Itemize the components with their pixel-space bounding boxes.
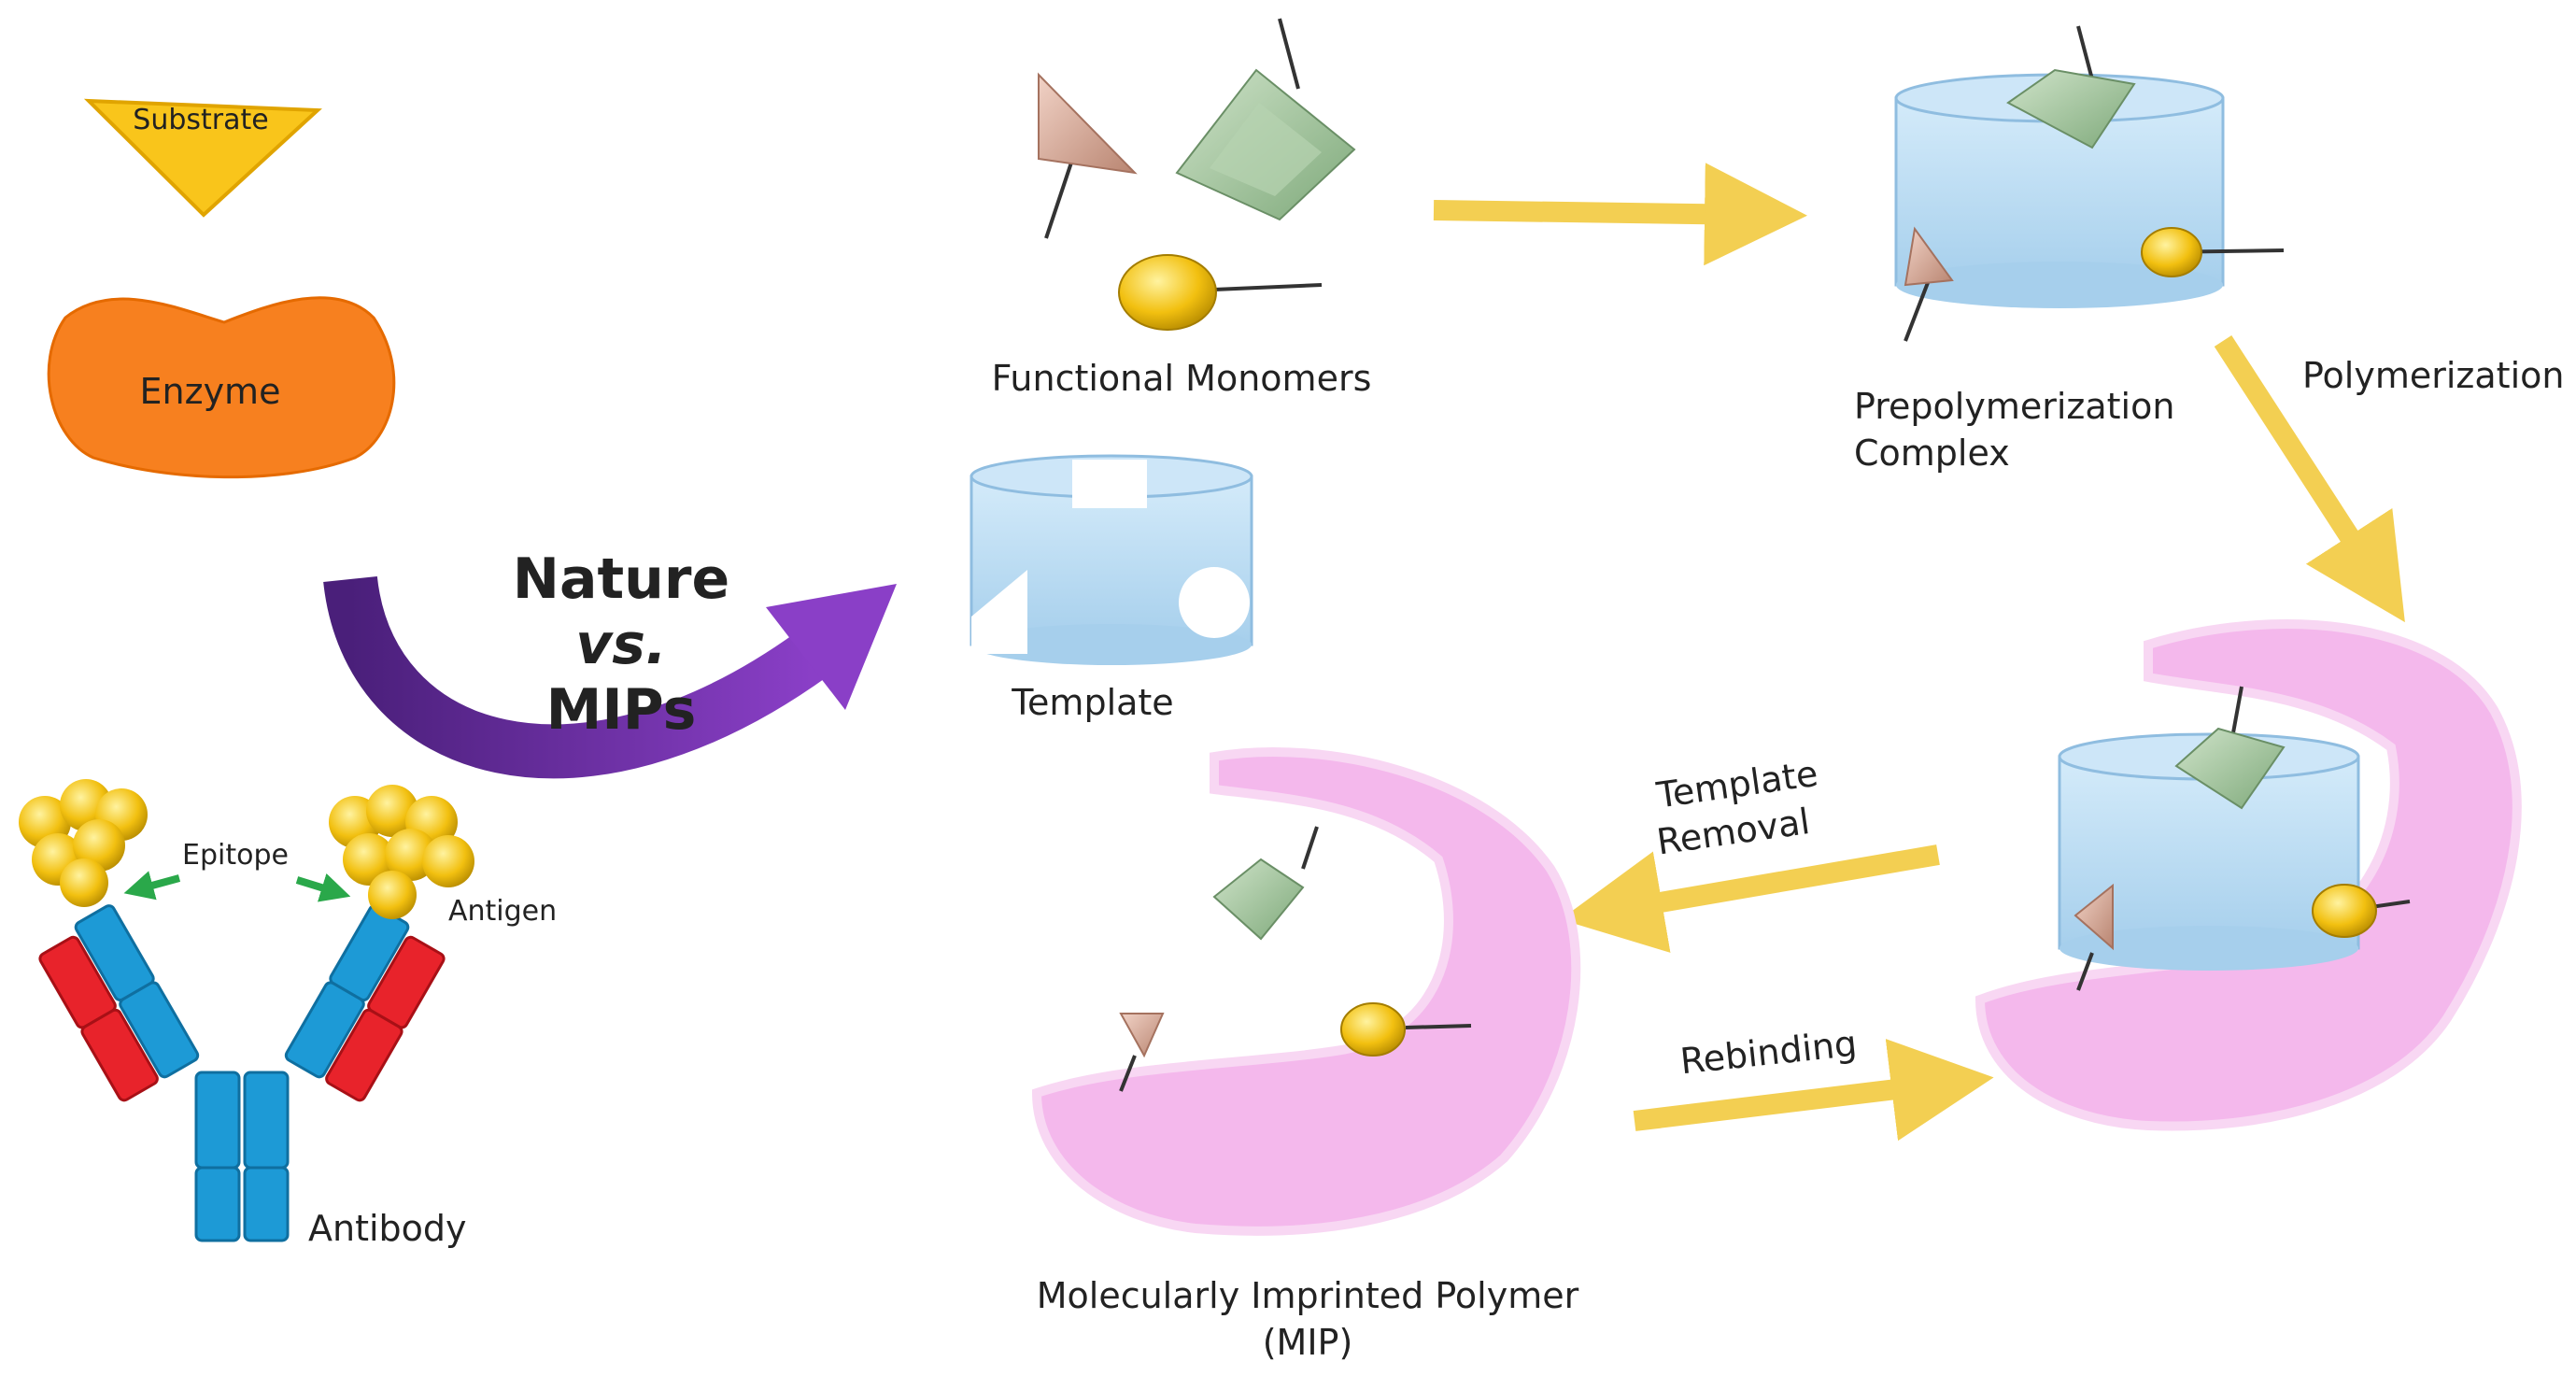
polymer-with-template [1974, 619, 2522, 1131]
enzyme: Enzyme [47, 296, 396, 479]
substrate-label: Substrate [133, 104, 268, 136]
nature-vs-mips-arrow [323, 575, 897, 779]
template-label: Template [1011, 682, 1173, 723]
antibody: Antibody [38, 904, 467, 1249]
enzyme-label: Enzyme [140, 371, 281, 412]
substrate: Substrate [83, 98, 322, 218]
prepolymerization-label-2: Complex [1854, 433, 2010, 474]
vs-label: vs. [575, 612, 667, 677]
arrow-polymerization [2214, 335, 2405, 623]
polymerization-label: Polymerization [2302, 355, 2564, 396]
prepolymerization-complex [1894, 25, 2285, 342]
antigen-label: Antigen [448, 895, 557, 928]
antigen-right [329, 785, 474, 919]
arrow-monomers-to-complex [1433, 163, 1807, 266]
nature-label: Nature [513, 546, 729, 612]
mips-label: MIPs [546, 677, 697, 743]
mip-label-2: (MIP) [1263, 1322, 1353, 1363]
antibody-label: Antibody [308, 1208, 467, 1249]
molecularly-imprinted-polymer [1031, 747, 1581, 1236]
template [970, 454, 1253, 665]
prepolymerization-label-1: Prepolymerization [1854, 386, 2174, 427]
antigen-left [19, 779, 148, 907]
epitope-arrows [123, 871, 351, 902]
arrow-rebinding [1633, 1039, 1994, 1142]
functional-monomers [1038, 18, 1356, 331]
arrow-template-removal [1560, 844, 1940, 953]
rebinding-label: Rebinding [1678, 1023, 1859, 1083]
mip-label-1: Molecularly Imprinted Polymer [1037, 1275, 1579, 1316]
epitope-label: Epitope [182, 839, 289, 872]
functional-monomers-label: Functional Monomers [992, 358, 1372, 399]
